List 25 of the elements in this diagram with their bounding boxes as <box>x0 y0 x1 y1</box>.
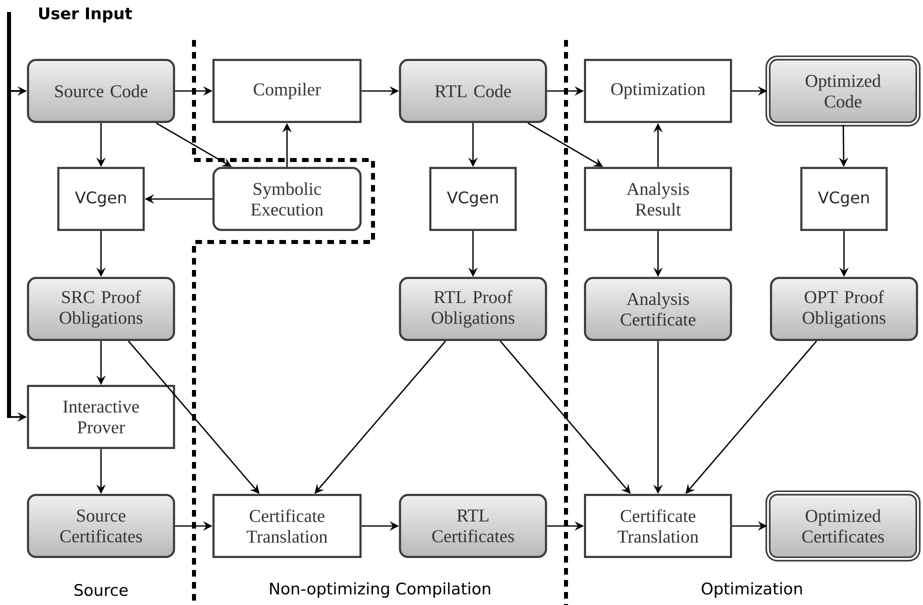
process-box: VCgen <box>800 166 888 232</box>
result-box: Optimized Certificates <box>765 490 921 562</box>
artifact-box: OPT Proof Obligations <box>770 276 918 342</box>
input-bar <box>7 12 11 418</box>
process-box: Compiler <box>212 58 362 124</box>
process-box: VCgen <box>429 166 517 232</box>
artifact-box: Source Certificates <box>26 494 176 558</box>
process-box: Interactive Prover <box>26 384 176 450</box>
artifact-box: SRC Proof Obligations <box>26 276 176 342</box>
region-label: Non-optimizing Compilation <box>270 582 490 598</box>
process-box: Analysis Result <box>584 166 732 232</box>
code-box: Source Code <box>26 58 176 124</box>
input-heading: User Input <box>39 8 132 22</box>
artifact-box: RTL Proof Obligations <box>398 276 548 342</box>
process-box: VCgen <box>57 166 145 232</box>
code-box: RTL Code <box>398 58 548 124</box>
process-box: Symbolic Execution <box>212 166 362 232</box>
artifact-box: RTL Certificates <box>398 494 548 558</box>
process-box: Certificate Translation <box>212 494 362 558</box>
region-label: Optimization <box>702 582 802 598</box>
process-box: Optimization <box>584 58 732 124</box>
artifact-box: Analysis Certificate <box>584 276 732 342</box>
result-box: Optimized Code <box>765 55 921 127</box>
region-label: Source <box>74 584 128 596</box>
process-box: Certificate Translation <box>584 494 732 558</box>
